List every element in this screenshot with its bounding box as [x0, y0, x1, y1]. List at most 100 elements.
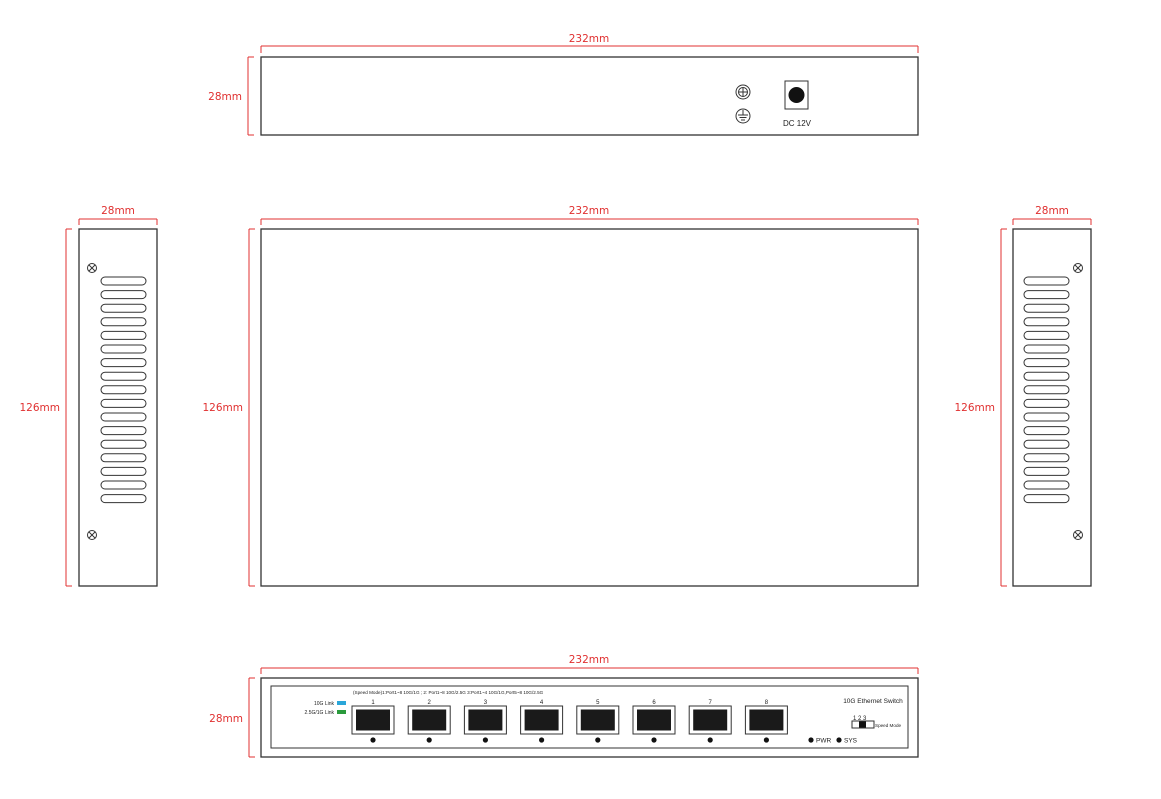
- vent-slot: [1023, 453, 1070, 463]
- sfp-port-5[interactable]: [576, 705, 620, 735]
- port-number-label: 5: [596, 700, 600, 706]
- ground-symbol-icon: [735, 108, 751, 124]
- vent-slot: [100, 494, 147, 504]
- port-number-label: 8: [765, 700, 769, 706]
- sfp-port-4[interactable]: [520, 705, 564, 735]
- screw-icon: [1073, 263, 1083, 273]
- sfp-cage: [693, 709, 728, 731]
- vent-slot: [100, 453, 147, 463]
- speed-mode-dip-switch[interactable]: [851, 720, 875, 729]
- port-number-label: 7: [709, 700, 713, 706]
- right-side-view: 28mm 126mm: [955, 205, 1092, 587]
- vent-slot: [100, 385, 147, 395]
- vent-slot: [1023, 317, 1070, 327]
- left-height-label: 126mm: [20, 402, 61, 414]
- sfp-cage: [524, 709, 559, 731]
- vent-slot: [1023, 412, 1070, 422]
- screw-icon: [87, 263, 97, 273]
- legend-25g-swatch: [337, 710, 346, 714]
- port-led-icon: [482, 737, 488, 743]
- screw-icon: [87, 530, 97, 540]
- link-legend: 10G Link 2.5G/1G Link: [305, 701, 346, 716]
- dip-switch-positions: 1 2 3: [853, 716, 867, 722]
- port-led-icon: [595, 737, 601, 743]
- sfp-port-1[interactable]: [351, 705, 395, 735]
- vent-slot: [100, 317, 147, 327]
- sys-label: SYS: [844, 738, 858, 745]
- right-vent-slots: [1023, 276, 1070, 504]
- vent-slot: [1023, 466, 1070, 476]
- top-width-label: 232mm: [569, 205, 610, 217]
- sfp-port-6[interactable]: [632, 705, 676, 735]
- vent-slot: [1023, 426, 1070, 436]
- top-view-body: [260, 228, 919, 587]
- left-side-view: 28mm 126mm: [20, 205, 158, 587]
- sfp-port-8[interactable]: [744, 705, 788, 735]
- vent-slot: [100, 480, 147, 490]
- vent-slot: [1023, 290, 1070, 300]
- device-title: 10G Ethernet Switch: [843, 698, 903, 705]
- vent-slot: [1023, 276, 1070, 286]
- vent-slot: [1023, 371, 1070, 381]
- vent-slot: [100, 290, 147, 300]
- vent-slot: [100, 303, 147, 313]
- dc-power-jack: [784, 80, 809, 110]
- rear-panel-body: [260, 56, 919, 136]
- dc-label: DC 12V: [783, 119, 812, 128]
- port-led-icon: [370, 737, 376, 743]
- vent-slot: [100, 358, 147, 368]
- vent-slot: [100, 330, 147, 340]
- pwr-label: PWR: [816, 738, 831, 745]
- vent-slot: [100, 426, 147, 436]
- ground-screw-icon: [735, 84, 751, 100]
- vent-slot: [1023, 330, 1070, 340]
- sfp-cage: [356, 709, 390, 731]
- left-width-label: 28mm: [101, 205, 135, 217]
- sfp-cage: [412, 709, 447, 731]
- right-width-label: 28mm: [1035, 205, 1069, 217]
- front-panel-faceplate: [270, 685, 909, 749]
- front-width-label: 232mm: [569, 654, 610, 666]
- left-vent-slots: [100, 276, 147, 504]
- legend-25g-label: 2.5G/1G Link: [305, 710, 335, 716]
- rear-view: 232mm 28mm DC 12V: [208, 33, 919, 136]
- sfp-cage: [749, 709, 784, 731]
- right-height-label: 126mm: [955, 402, 996, 414]
- port-led-icon: [763, 737, 770, 743]
- vent-slot: [100, 398, 147, 408]
- port-number-label: 4: [540, 700, 544, 706]
- vent-slot: [100, 276, 147, 286]
- rear-height-label: 28mm: [208, 91, 242, 103]
- left-side-body: [78, 228, 158, 587]
- port-number-label: 6: [652, 700, 656, 706]
- sfp-port-2[interactable]: [407, 705, 451, 735]
- vent-slot: [100, 412, 147, 422]
- vent-slot: [1023, 439, 1070, 449]
- sfp-port-7[interactable]: [688, 705, 732, 735]
- right-side-body: [1012, 228, 1092, 587]
- vent-slot: [1023, 303, 1070, 313]
- vent-slot: [1023, 398, 1070, 408]
- legend-10g-swatch: [337, 701, 346, 705]
- vent-slot: [1023, 480, 1070, 490]
- vent-slot: [100, 439, 147, 449]
- legend-10g-label: 10G Link: [314, 701, 335, 707]
- pwr-led-icon: [808, 737, 814, 743]
- front-view: 232mm 28mm (Speed Mode)1:Port1~8 10G/1G …: [209, 654, 919, 758]
- vent-slot: [1023, 494, 1070, 504]
- port-led-icon: [651, 737, 657, 743]
- port-number-label: 1: [371, 700, 375, 706]
- sys-led-icon: [836, 737, 842, 743]
- port-led-icon: [707, 737, 713, 743]
- vent-slot: [1023, 358, 1070, 368]
- vent-slot: [100, 371, 147, 381]
- vent-slot: [100, 466, 147, 476]
- sfp-cage: [637, 709, 671, 731]
- sfp-port-3[interactable]: [463, 705, 507, 735]
- front-height-label: 28mm: [209, 713, 243, 725]
- front-panel-body: [260, 677, 919, 758]
- port-number-label: 3: [484, 700, 488, 706]
- top-height-label: 126mm: [203, 402, 244, 414]
- port-led-icon: [539, 737, 545, 743]
